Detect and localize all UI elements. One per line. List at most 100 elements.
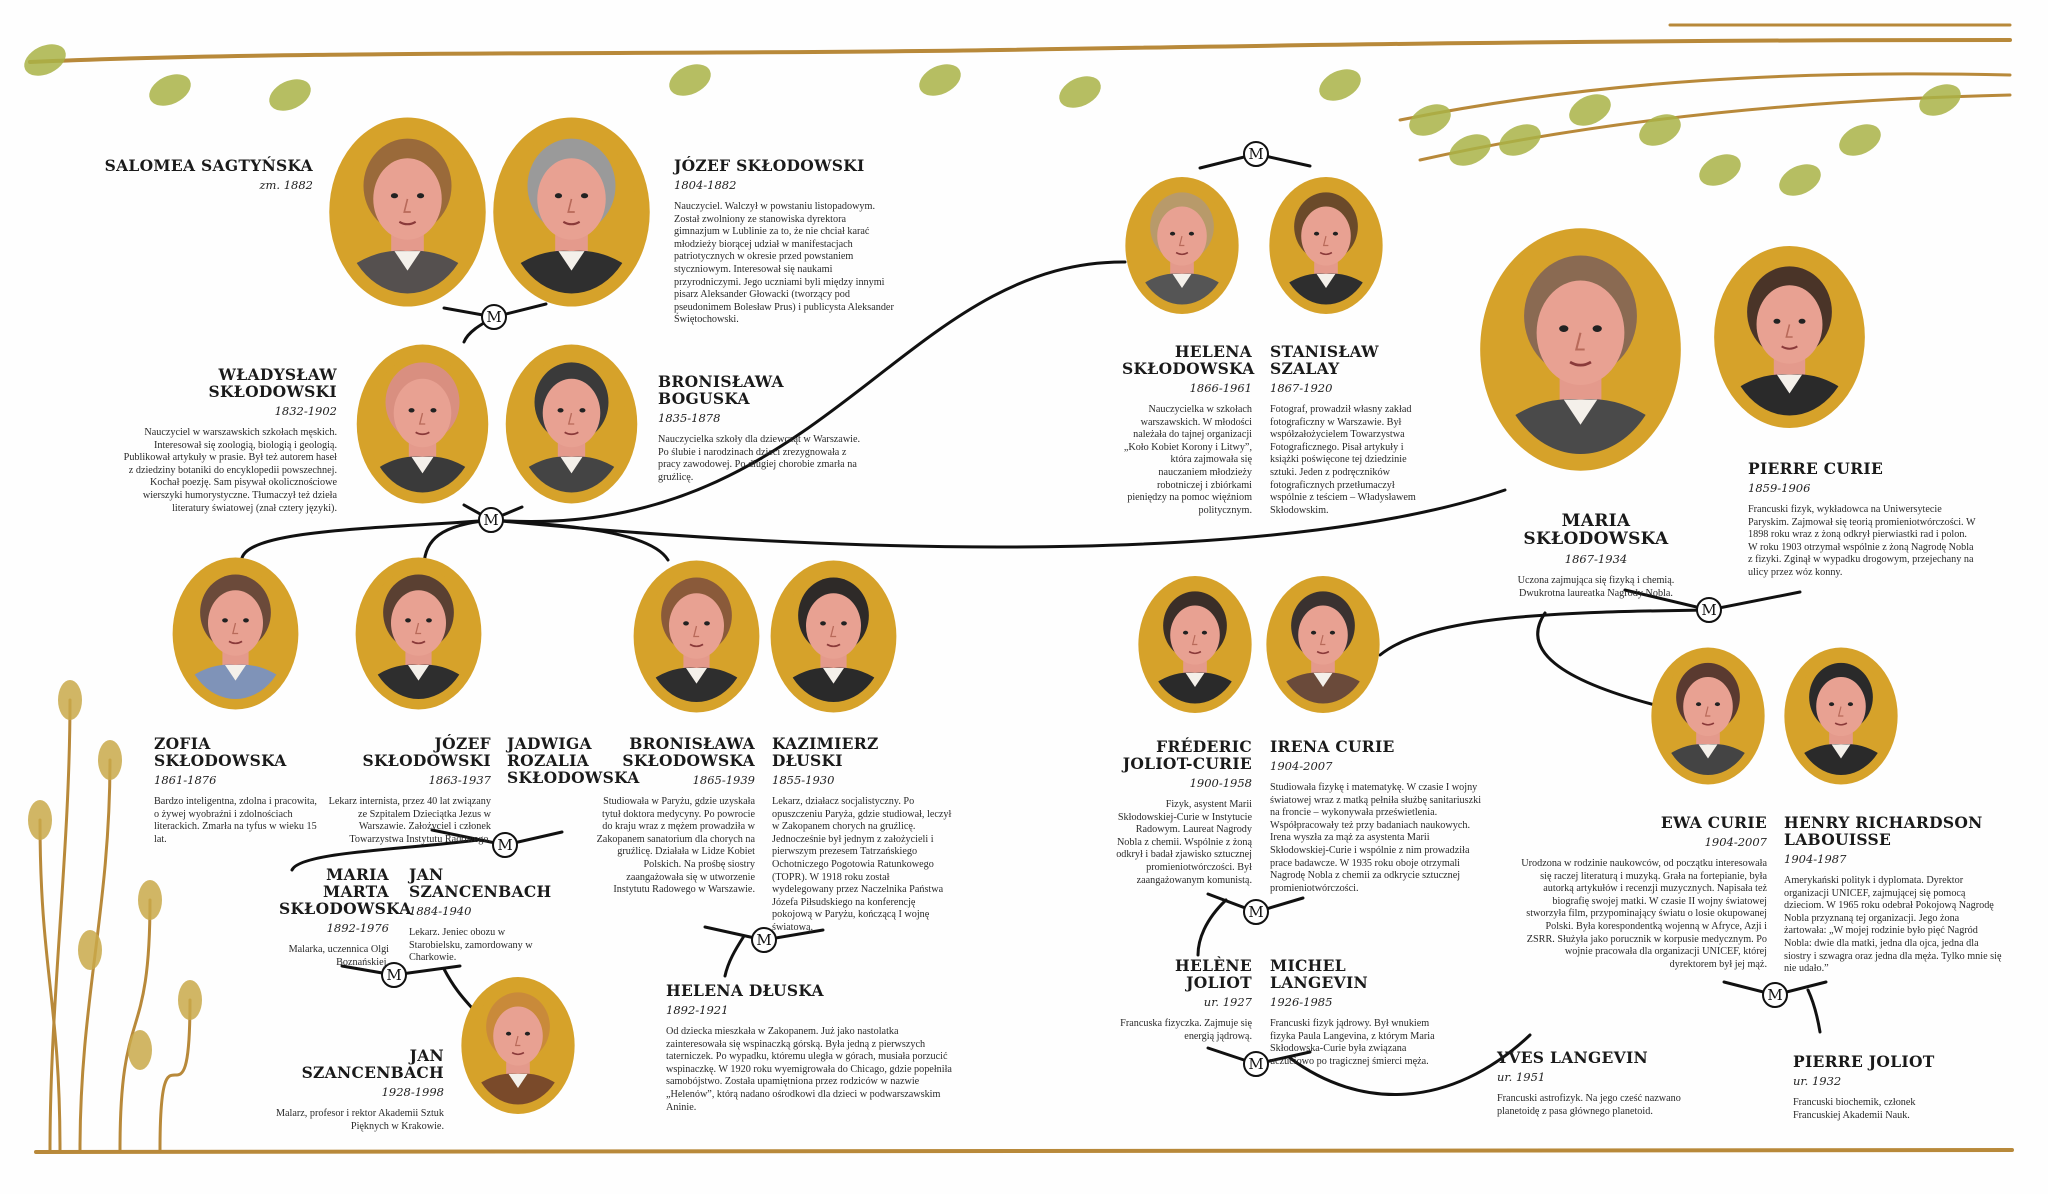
- person-bio: Nauczyciel w warszawskich szkołach męski…: [123, 427, 337, 514]
- person-helene-joliot: HELÈNE JOLIOT ur. 1927 Francuska fizyczk…: [1117, 957, 1252, 1043]
- person-bio: Studiowała fizykę i matematykę. W czasie…: [1270, 782, 1482, 894]
- person-irena-curie: IRENA CURIE 1904-2007 Studiowała fizykę …: [1270, 738, 1485, 895]
- left-plant-stem: [38, 818, 62, 1152]
- portrait-stanislaw-szalay: [1267, 164, 1385, 327]
- connector-line: [489, 518, 670, 562]
- portrait-drawing: [1269, 177, 1383, 314]
- leaf: [919, 64, 961, 96]
- portrait-drawing: [505, 344, 638, 504]
- leaf: [1919, 84, 1961, 116]
- portrait-drawing: [329, 117, 486, 307]
- left-plant-stem: [48, 698, 72, 1152]
- connector-line: [1378, 608, 1711, 657]
- person-years: 1867-1934: [1564, 552, 1628, 566]
- person-years: 1904-1987: [1784, 852, 1847, 866]
- person-name: MARIA MARTA SKŁODOWSKA: [279, 865, 412, 918]
- person-years: 1863-1937: [428, 773, 491, 787]
- portrait-henry-labouisse: [1782, 641, 1900, 791]
- leaf: [669, 64, 711, 96]
- portrait-drawing: [461, 977, 575, 1114]
- person-years: 1866-1961: [1189, 381, 1252, 395]
- person-bio: Francuski astrofizyk. Na jego cześć nazw…: [1497, 1093, 1681, 1117]
- person-name: FRÉDERIC JOLIOT-CURIE: [1122, 737, 1252, 773]
- person-name: MARIA SKŁODOWSKA: [1523, 511, 1669, 549]
- portrait-drawing: [172, 557, 299, 710]
- person-jan-szancenbach-1928: JAN SZANCENBACH 1928-1998 Malarz, profes…: [264, 1047, 444, 1133]
- person-henry-labouisse: HENRY RICHARDSON LABOUISSE 1904-1987 Ame…: [1784, 814, 2004, 976]
- person-years: 1855-1930: [772, 773, 835, 787]
- left-plant-stem: [118, 898, 152, 1152]
- person-years: 1892-1921: [666, 1003, 729, 1017]
- connector-line: [240, 518, 493, 560]
- person-bronislawa-boguska: BRONISŁAWA BOGUSKA 1835-1878 Nauczycielk…: [658, 373, 868, 484]
- leaf: [24, 44, 66, 76]
- connector-line: [1536, 611, 1657, 707]
- person-name: JAN SZANCENBACH: [301, 1046, 444, 1082]
- portrait-drawing: [1714, 245, 1865, 429]
- person-years: 1904-2007: [1704, 835, 1767, 849]
- person-bio: Nauczycielka szkoły dla dziewcząt w Wars…: [658, 434, 861, 483]
- person-bio: Lekarz, działacz socjalistyczny. Po opus…: [772, 796, 952, 933]
- person-name: JÓZEF SKŁODOWSKI: [362, 734, 491, 770]
- leaf: [1319, 69, 1361, 101]
- marriage-marker: M: [1243, 1051, 1269, 1077]
- portrait-drawing: [493, 117, 650, 307]
- person-name: PIERRE CURIE: [1748, 459, 1884, 478]
- person-bio: Malarz, profesor i rektor Akademii Sztuk…: [275, 1108, 444, 1132]
- leaf-bud: [58, 680, 82, 720]
- portrait-drawing: [1651, 647, 1765, 785]
- portrait-pierre-curie: [1711, 236, 1868, 438]
- person-years: ur. 1932: [1793, 1074, 1842, 1088]
- person-years: zm. 1882: [259, 178, 313, 192]
- portrait-drawing: [1784, 647, 1898, 785]
- person-jozef-sklodowski-1804: JÓZEF SKŁODOWSKI 1804-1882 Nauczyciel. W…: [674, 157, 894, 327]
- leaf: [1639, 114, 1681, 146]
- portrait-salomea-sagtynska: [326, 114, 489, 310]
- person-bio: Fotograf, prowadził własny zakład fotogr…: [1270, 404, 1416, 516]
- person-years: ur. 1951: [1497, 1070, 1546, 1084]
- portrait-zofia-sklodowska: [170, 552, 301, 715]
- person-bio: Fizyk, asystent Marii Skłodowskiej-Curie…: [1116, 799, 1252, 886]
- person-years: 1861-1876: [154, 773, 217, 787]
- person-frederic-joliot-curie: FRÉDERIC JOLIOT-CURIE 1900-1958 Fizyk, a…: [1112, 738, 1252, 887]
- person-michel-langevin: MICHEL LANGEVIN 1926-1985 Francuski fizy…: [1270, 957, 1448, 1068]
- person-name: KAZIMIERZ DŁUSKI: [772, 734, 879, 770]
- top-branch: [1398, 72, 2012, 122]
- person-wladyslaw-sklodowski: WŁADYSŁAW SKŁODOWSKI 1832-1902 Nauczycie…: [122, 366, 337, 515]
- leaf-bud: [78, 930, 102, 970]
- person-bio: Francuska fizyczka. Zajmuje się energią …: [1120, 1018, 1252, 1042]
- person-bio: Francuski fizyk, wykładowca na Uniwersyt…: [1748, 504, 1976, 578]
- person-name: JADWIGA ROZALIA SKŁODOWSKA: [507, 734, 640, 787]
- portrait-drawing: [633, 560, 760, 713]
- person-pierre-curie: PIERRE CURIE 1859-1906 Francuski fizyk, …: [1748, 460, 1976, 580]
- portrait-drawing: [355, 557, 482, 710]
- person-years: 1804-1882: [674, 178, 737, 192]
- person-ewa-curie: EWA CURIE 1904-2007 Urodzona w rodzinie …: [1517, 814, 1767, 971]
- top-branch: [28, 38, 2012, 64]
- person-name: STANISŁAW SZALAY: [1270, 342, 1379, 378]
- person-bio: Nauczyciel. Walczył w powstaniu listopad…: [674, 201, 894, 326]
- leaf: [1699, 154, 1741, 186]
- person-yves-langevin: YVES LANGEVIN ur. 1951 Francuski astrofi…: [1497, 1049, 1702, 1118]
- leaf: [1409, 104, 1451, 136]
- person-bio: Studiowała w Paryżu, gdzie uzyskała tytu…: [596, 796, 755, 896]
- marriage-marker: M: [1762, 982, 1788, 1008]
- portrait-drawing: [1138, 576, 1252, 713]
- portrait-drawing: [1125, 177, 1239, 314]
- person-bio: Francuski biochemik, członek Francuskiej…: [1793, 1097, 1916, 1121]
- leaf: [1059, 76, 1101, 108]
- person-jadwiga-sklodowska: JADWIGA ROZALIA SKŁODOWSKA: [507, 734, 640, 787]
- leaf-bud: [178, 980, 202, 1020]
- portrait-ewa-curie: [1649, 641, 1767, 791]
- person-name: HELÈNE JOLIOT: [1175, 956, 1252, 992]
- person-zofia-sklodowska: ZOFIA SKŁODOWSKA 1861-1876 Bardzo inteli…: [154, 735, 319, 846]
- left-plant-stem: [158, 998, 192, 1152]
- person-pierre-joliot: PIERRE JOLIOT ur. 1932 Francuski biochem…: [1793, 1053, 1943, 1122]
- person-name: ZOFIA SKŁODOWSKA: [154, 734, 287, 770]
- person-name: YVES LANGEVIN: [1497, 1048, 1648, 1067]
- person-jozef-sklodowski-1863: JÓZEF SKŁODOWSKI 1863-1937 Lekarz intern…: [321, 735, 491, 846]
- person-name: EWA CURIE: [1660, 813, 1767, 832]
- person-years: 1859-1906: [1748, 481, 1811, 495]
